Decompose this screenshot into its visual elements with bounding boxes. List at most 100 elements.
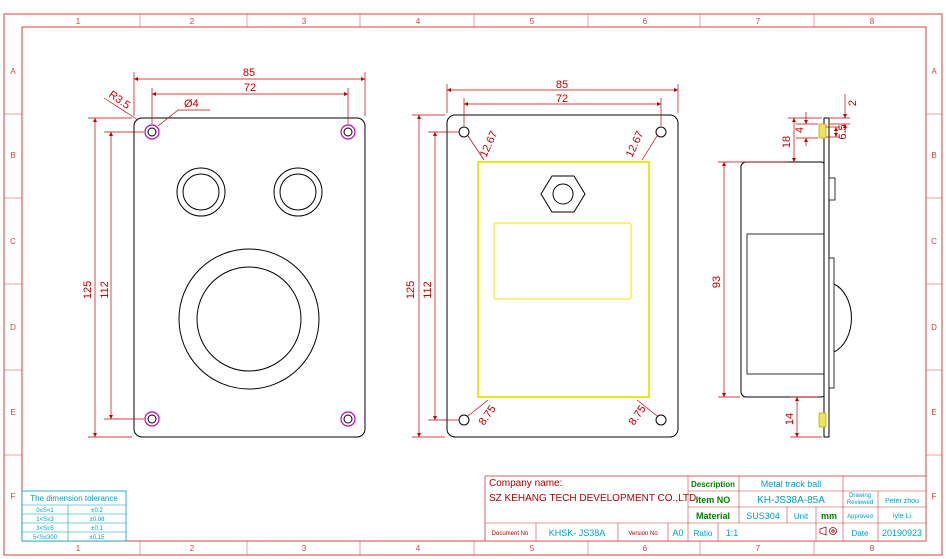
grid-col-6-top: 6 [643, 17, 648, 26]
grid-col-1-bottom: 1 [76, 544, 81, 553]
tolerance-value-2: ±0.08 [90, 517, 106, 523]
item-label: Item NO [696, 495, 731, 505]
unit-label: Unit [794, 512, 809, 521]
item-value: KH-JS38A-85A [757, 495, 825, 506]
grid-col-8-top: 8 [870, 17, 875, 26]
tolerance-title: The dimension tolerance [30, 494, 118, 503]
side-dim-6-5: 6.5 [837, 124, 849, 139]
back-inner-window [493, 222, 632, 300]
version-label: Version No [628, 531, 658, 537]
tolerance-range-1: 0≤S<1 [36, 508, 54, 514]
grid-row-b-left: B [10, 151, 15, 160]
document-label: Document No [492, 531, 529, 537]
grid-row-a-right: A [931, 67, 937, 76]
front-buttons [176, 167, 323, 217]
side-button-stub [828, 177, 836, 201]
front-mounting-holes [144, 124, 356, 427]
grid-row-f-right: F [932, 492, 937, 501]
ratio-label: Ratio [694, 529, 713, 538]
grid-row-b-right: B [931, 151, 936, 160]
description-value: Metal track ball [761, 479, 822, 489]
grid-row-c-right: C [931, 237, 937, 246]
back-dimensions [412, 84, 679, 438]
grid-col-3-top: 3 [302, 17, 307, 26]
grid-row-a-left: A [10, 67, 16, 76]
back-hex-nut [540, 175, 586, 213]
ratio-value: 1:1 [726, 528, 739, 538]
back-dim-hole-vspan: 112 [422, 281, 434, 299]
grid-col-7-top: 7 [756, 17, 761, 26]
grid-col-5-bottom: 5 [530, 544, 535, 553]
grid-row-d-left: D [10, 323, 16, 332]
front-trackball [178, 248, 320, 390]
company-label: Company name: [489, 478, 562, 489]
front-dim-hole-vspan: 112 [99, 281, 111, 299]
title-block: Company name: SZ KEHANG TECH DEVELOPMENT… [484, 475, 927, 542]
document-value: KHSK- JS38A [549, 528, 606, 538]
version-value: A0 [672, 528, 683, 538]
side-dim-top-thk: 2 [847, 100, 859, 106]
front-dim-hole-span: 72 [244, 82, 256, 94]
approved-label: Approved [847, 514, 873, 520]
drawing-label-2: Reviewed [847, 500, 873, 506]
grid-col-7-bottom: 7 [756, 544, 761, 553]
tolerance-value-3: ±0.1 [91, 526, 103, 532]
side-ball-bezel [828, 257, 835, 389]
grid-labels: 1 2 3 4 5 6 7 8 1 2 3 4 5 6 7 8 A B C D … [4, 14, 942, 555]
side-dimensions [718, 94, 850, 438]
front-dim-height: 125 [82, 281, 94, 299]
side-trackball-dome [833, 283, 852, 353]
drawing-label-1: Drawing [849, 493, 871, 499]
side-dim-14: 14 [784, 413, 796, 425]
back-mounting-holes [458, 126, 667, 426]
date-value: 20190923 [882, 528, 922, 538]
unit-value: mm [821, 511, 837, 521]
back-yellow-frame [477, 161, 650, 398]
material-value: SUS304 [746, 511, 780, 521]
tolerance-range-3: 3<S≤5 [36, 526, 54, 532]
drawing-value: Peter zhou [885, 498, 919, 505]
grid-row-d-right: D [931, 323, 937, 332]
back-dim-height: 125 [405, 281, 417, 299]
grid-col-1-top: 1 [76, 17, 81, 26]
approved-value: lyle Li [893, 513, 911, 520]
projection-symbol-icon [819, 526, 837, 536]
front-dim-width: 85 [243, 67, 255, 79]
grid-row-e-left: E [10, 408, 15, 417]
grid-row-c-left: C [10, 237, 16, 246]
back-view: 85 72 12.67 12.67 8.75 8.75 125 112 [405, 79, 679, 438]
side-bottom-mount [818, 412, 827, 428]
side-dim-18: 18 [781, 136, 793, 148]
side-housing [740, 161, 827, 398]
material-label: Material [696, 511, 730, 521]
front-dimensions [88, 72, 366, 438]
grid-col-2-top: 2 [190, 17, 195, 26]
front-view: 85 72 R3.5 Ø4 125 112 [82, 67, 366, 438]
side-dim-4: 4 [794, 127, 806, 133]
grid-col-4-top: 4 [416, 17, 421, 26]
company-name: SZ KEHANG TECH DEVELOPMENT CO.,LTD. [489, 493, 699, 504]
front-dim-corner-radius: R3.5 [106, 89, 132, 112]
grid-row-e-right: E [931, 408, 936, 417]
date-label: Date [852, 529, 869, 538]
tolerance-value-4: ±0.15 [90, 535, 106, 541]
tolerance-value-1: ±0.2 [91, 508, 103, 514]
side-dim-93: 93 [711, 276, 723, 288]
back-dim-width: 85 [556, 79, 568, 91]
grid-col-5-top: 5 [530, 17, 535, 26]
grid-col-8-bottom: 8 [870, 544, 875, 553]
side-top-mount [818, 123, 827, 139]
back-dim-hole-span: 72 [556, 93, 568, 105]
grid-row-f-left: F [11, 492, 16, 501]
front-dim-hole-dia: Ø4 [184, 98, 199, 110]
tolerance-table: The dimension tolerance 0≤S<1 ±0.2 1<S≤3… [21, 490, 127, 542]
description-label: Description [691, 480, 735, 489]
grid-col-3-bottom: 3 [302, 544, 307, 553]
grid-col-4-bottom: 4 [416, 544, 421, 553]
tolerance-range-4: 5<S≤300 [33, 535, 58, 541]
grid-col-6-bottom: 6 [643, 544, 648, 553]
tolerance-range-2: 1<S≤3 [36, 517, 54, 523]
grid-col-2-bottom: 2 [190, 544, 195, 553]
back-panel-outline [446, 114, 679, 438]
